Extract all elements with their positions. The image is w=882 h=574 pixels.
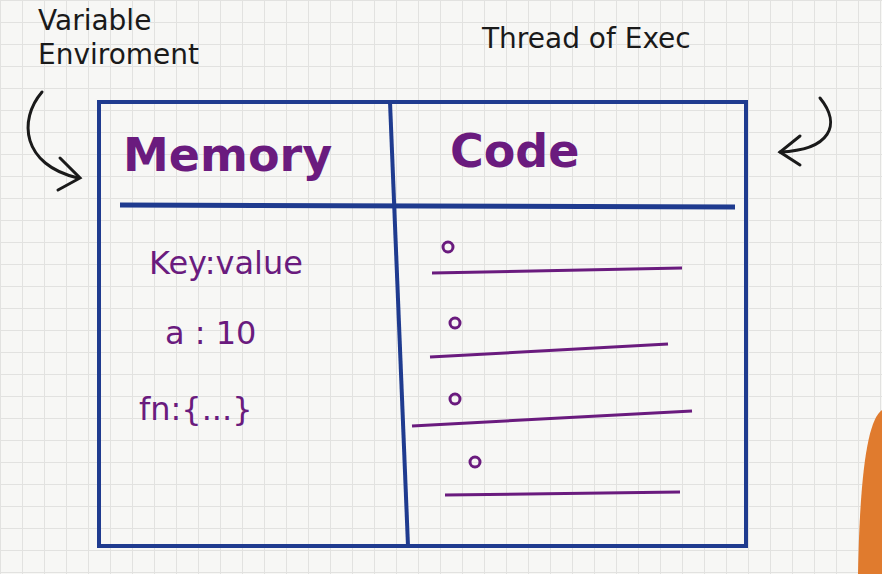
memory-column: MemoryKey:value a : 10 fn:{...} [99, 102, 392, 546]
memory-entry: a : 10 [165, 314, 256, 352]
memory-entry: fn:{...} [139, 390, 253, 428]
pointer-arrow [780, 98, 831, 165]
code-lines [412, 242, 692, 495]
table-outline [99, 102, 746, 546]
presenter-fragment [858, 410, 882, 574]
column-heading: Memory [123, 128, 332, 182]
annotation-label: Thread of Exec [482, 22, 880, 56]
annotation-label: Variable Enviroment [38, 4, 288, 71]
header-divider [120, 205, 735, 207]
memory-entry: Key:value [149, 244, 303, 282]
code-column: Code [392, 102, 746, 546]
column-heading: Code [450, 124, 580, 178]
pointer-arrow [28, 92, 80, 190]
column-divider [390, 102, 408, 546]
